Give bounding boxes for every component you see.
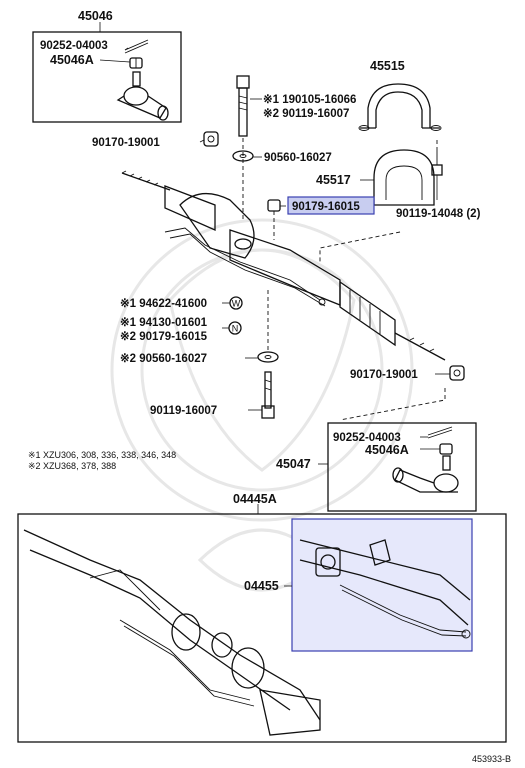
cotter-pin-icon [124, 39, 149, 54]
label-290560-16027[interactable]: ※2 90560-16027 [120, 352, 207, 365]
symbol-n-text: N [232, 324, 239, 334]
diagram-reference: 453933-B [472, 754, 511, 764]
tie-rod-end-bottom-icon [392, 455, 459, 493]
tie-rod-end-bottom-group [327, 422, 477, 512]
tie-rod-end-top-group [32, 22, 182, 123]
label-04445A[interactable]: 04445A [233, 492, 277, 506]
cotter-pin-bottom-icon [427, 426, 453, 439]
label-90252-04003-bottom[interactable]: 90252-04003 [333, 432, 401, 444]
label-90252-04003-top[interactable]: 90252-04003 [40, 40, 108, 52]
label-90119-16007-bottom[interactable]: 90119-16007 [150, 405, 217, 417]
label-194622-41600[interactable]: ※1 94622-41600 [120, 297, 207, 310]
label-190105-16066[interactable]: ※1 190105-16066 [263, 93, 356, 106]
steering-rack-icon [121, 170, 446, 361]
label-90119-14048[interactable]: 90119-14048 (2) [396, 208, 481, 220]
castle-nut-icon [129, 57, 143, 69]
label-90179-16015-highlight [287, 196, 375, 215]
label-45046A-top[interactable]: 45046A [50, 53, 94, 67]
bolt-190105-icon [236, 75, 250, 137]
rack-assembly-icon [23, 529, 321, 736]
symbol-w-icon: W [229, 296, 243, 310]
bushing-45517-icon [373, 149, 435, 206]
symbol-n-icon: N [228, 321, 242, 335]
label-194130-01601[interactable]: ※1 94130-01601 [120, 316, 208, 329]
label-45047[interactable]: 45047 [276, 457, 311, 471]
castle-nut-bottom-icon [439, 443, 453, 455]
label-45046A-bottom[interactable]: 45046A [365, 443, 409, 457]
symbol-w-text: W [232, 299, 241, 309]
washer-90560-bottom-icon [257, 351, 279, 363]
label-90560-16027-top[interactable]: 90560-16027 [264, 152, 332, 164]
note-line-1: ※1 XZU306, 308, 336, 338, 346, 348 [28, 450, 176, 460]
label-290119-16007[interactable]: ※2 90119-16007 [263, 107, 349, 120]
note-line-2: ※2 XZU368, 378, 388 [28, 461, 116, 471]
assembly-04445A-group [17, 504, 507, 743]
bracket-45515-icon [358, 83, 442, 131]
label-90170-19001-bottom[interactable]: 90170-19001 [350, 369, 418, 381]
label-90170-19001-top[interactable]: 90170-19001 [92, 137, 160, 149]
label-90179-16015-highlighted[interactable]: 90179-16015 [292, 201, 360, 213]
washer-90560-top-icon [232, 150, 254, 162]
bolt-90119-16007-icon [261, 371, 275, 419]
nut-90170-bottom-icon [449, 365, 465, 381]
assembly-04455-highlight-box [291, 518, 473, 652]
leader-lines [99, 47, 450, 465]
valve-assembly-icon [299, 539, 471, 639]
nut-90179-icon [267, 199, 281, 240]
label-45515[interactable]: 45515 [370, 59, 405, 73]
label-45046[interactable]: 45046 [78, 9, 113, 23]
nut-90170-top-icon [203, 131, 219, 147]
tie-rod-end-icon [116, 71, 169, 121]
label-290179-16015[interactable]: ※2 90179-16015 [120, 330, 208, 343]
label-04455[interactable]: 04455 [244, 579, 279, 593]
label-45517[interactable]: 45517 [316, 173, 351, 187]
